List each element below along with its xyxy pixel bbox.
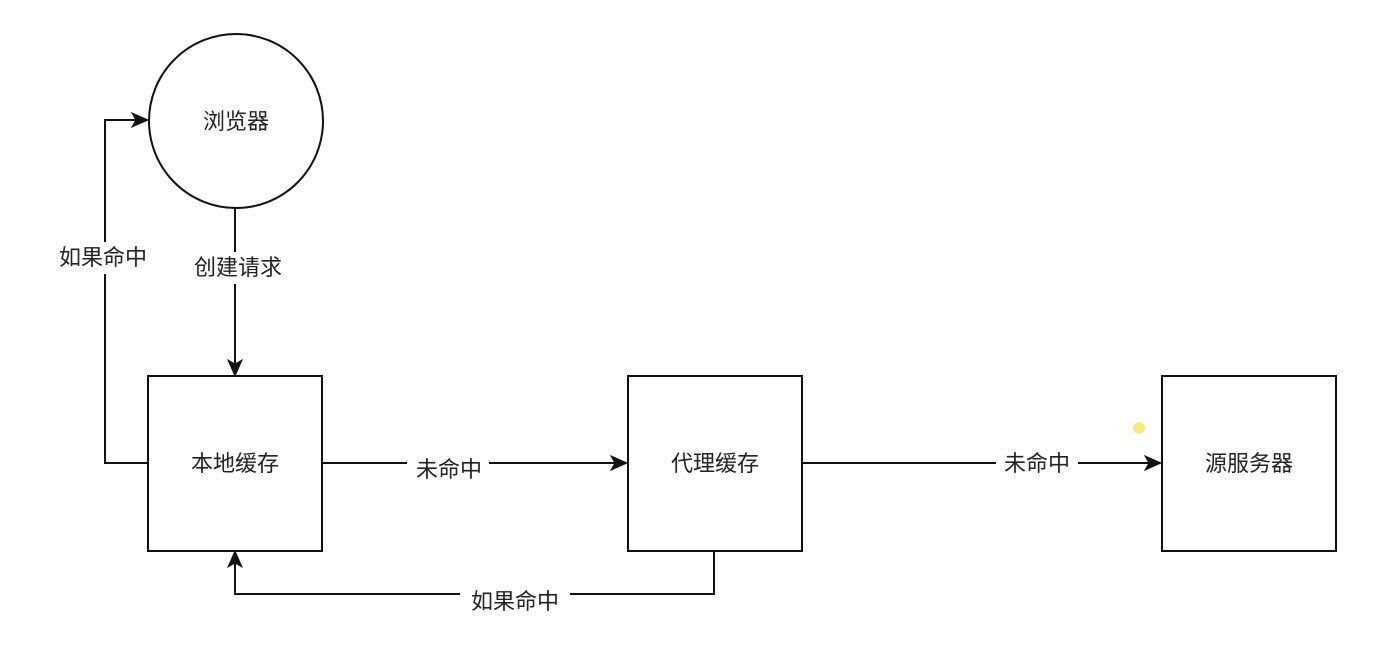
edge-proxy-hit-label-group: 如果命中 <box>460 586 570 618</box>
edge-local-miss-label: 未命中 <box>416 458 482 483</box>
edge-proxy-miss-label-bg <box>996 450 1078 482</box>
local-cache-box <box>147 375 323 552</box>
browser-label: 浏览器 <box>203 110 269 135</box>
edge-local-hit-line <box>104 119 148 464</box>
origin-server-box <box>1161 375 1337 552</box>
edge-proxy-miss-label-group: 未命中 <box>996 450 1078 482</box>
browser-circle <box>148 33 324 209</box>
node-local-cache: 本地缓存 <box>147 375 323 552</box>
node-proxy-cache: 代理缓存 <box>627 375 803 552</box>
edge-local-hit-label-bg <box>50 242 156 274</box>
node-browser: 浏览器 <box>148 33 324 209</box>
edge-proxy-miss-arrowhead <box>1143 454 1163 472</box>
local-cache-label: 本地缓存 <box>191 452 279 477</box>
edge-proxy-hit-arrowhead <box>226 549 244 569</box>
cursor-highlight-dot <box>1133 422 1145 434</box>
node-origin-server: 源服务器 <box>1161 375 1337 552</box>
edge-create-request-label-group: 创建请求 <box>184 252 288 284</box>
edge-local-miss-arrowhead <box>609 454 629 472</box>
edge-create-request-arrowhead <box>226 358 244 378</box>
edge-proxy-hit-label: 如果命中 <box>471 590 559 615</box>
proxy-cache-label: 代理缓存 <box>671 452 759 477</box>
edge-create-request-label: 创建请求 <box>194 256 282 281</box>
edge-local-hit-label-group: 如果命中 <box>50 242 156 274</box>
edge-local-hit-arrowhead <box>130 111 150 129</box>
edge-local-hit-label: 如果命中 <box>59 246 147 271</box>
edge-local-miss-label-bg <box>407 454 489 486</box>
proxy-cache-box <box>627 375 803 552</box>
edge-proxy-miss-label: 未命中 <box>1004 452 1070 477</box>
edge-proxy-hit-label-bg <box>460 586 570 618</box>
edge-create-request-label-bg <box>184 252 288 284</box>
edge-local-miss-label-group: 未命中 <box>407 454 489 486</box>
origin-server-label: 源服务器 <box>1205 452 1293 477</box>
